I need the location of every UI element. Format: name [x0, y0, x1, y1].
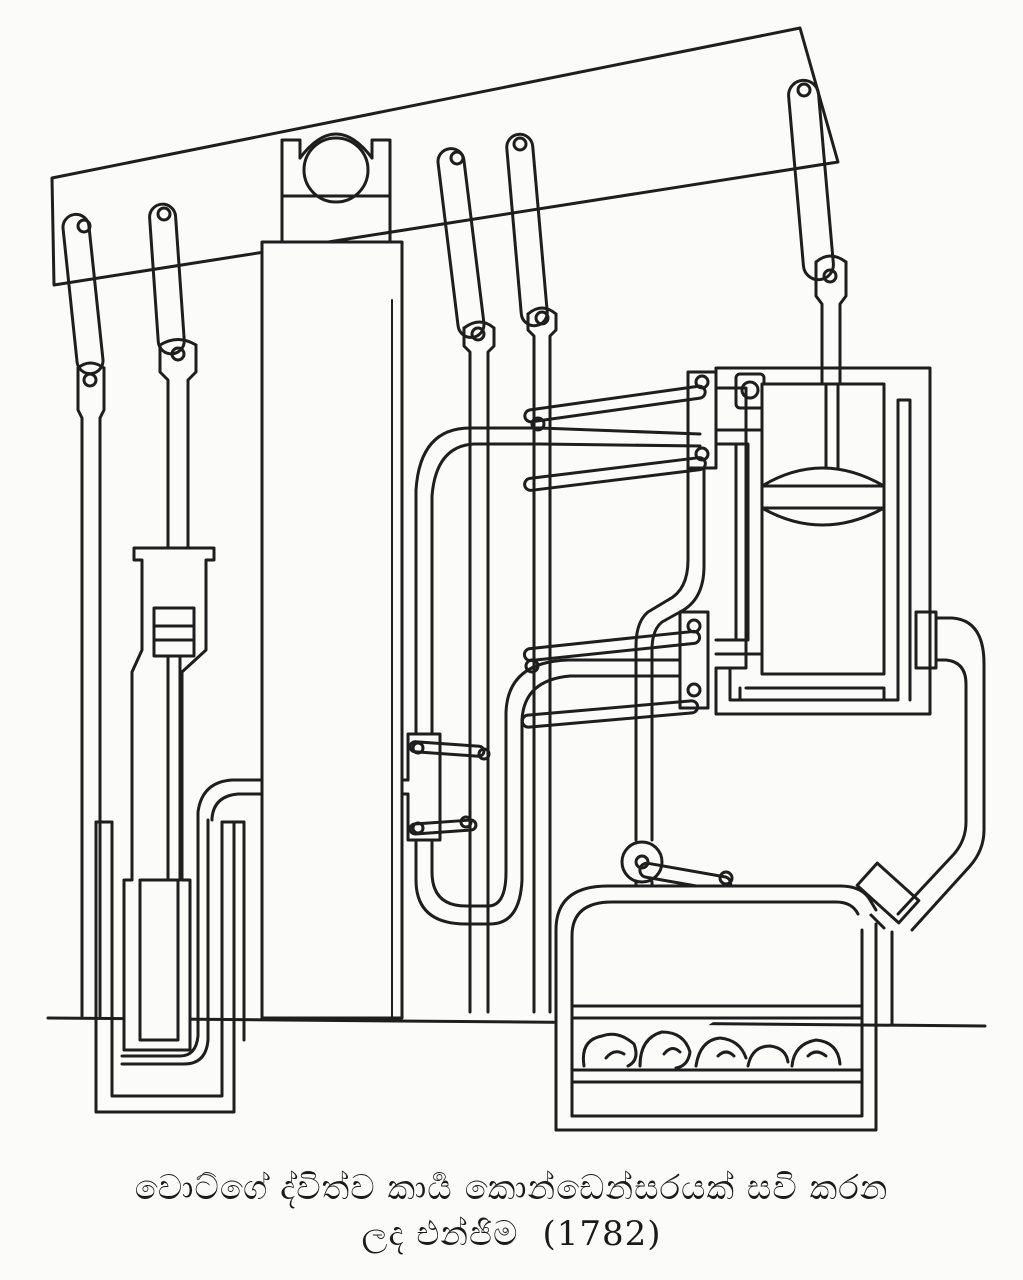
- lower-valve-gear: [522, 612, 708, 728]
- cold-water-cistern: [96, 820, 244, 1112]
- caption-line-1: වොට්ගේ ද්විත්ව කාර්‍ය කොන්ඩෙන්සරයක් සවි …: [134, 1168, 889, 1208]
- steam-engine-diagram: [0, 0, 1023, 1160]
- condenser-loop: [408, 428, 690, 924]
- upper-valve-gear: [524, 372, 716, 491]
- caption-line-2-text: ලද එන්ජිම: [361, 1214, 519, 1254]
- exhaust-pipe-to-condenser: [198, 780, 408, 820]
- ground-line: [48, 1018, 985, 1026]
- air-pump: [124, 203, 214, 1050]
- valve-rods: [437, 133, 556, 1012]
- steam-cylinder: [716, 368, 930, 714]
- piston-rod-linkage: [787, 79, 846, 468]
- beam: [52, 28, 838, 285]
- steam-main: [857, 612, 984, 1024]
- caption-line-2: ලද එන්ජිම (1782): [0, 1214, 1023, 1254]
- boiler: [556, 886, 876, 1130]
- caption-year: (1782): [542, 1214, 662, 1254]
- central-column: [262, 134, 402, 1018]
- left-pump-linkage: [62, 213, 105, 1016]
